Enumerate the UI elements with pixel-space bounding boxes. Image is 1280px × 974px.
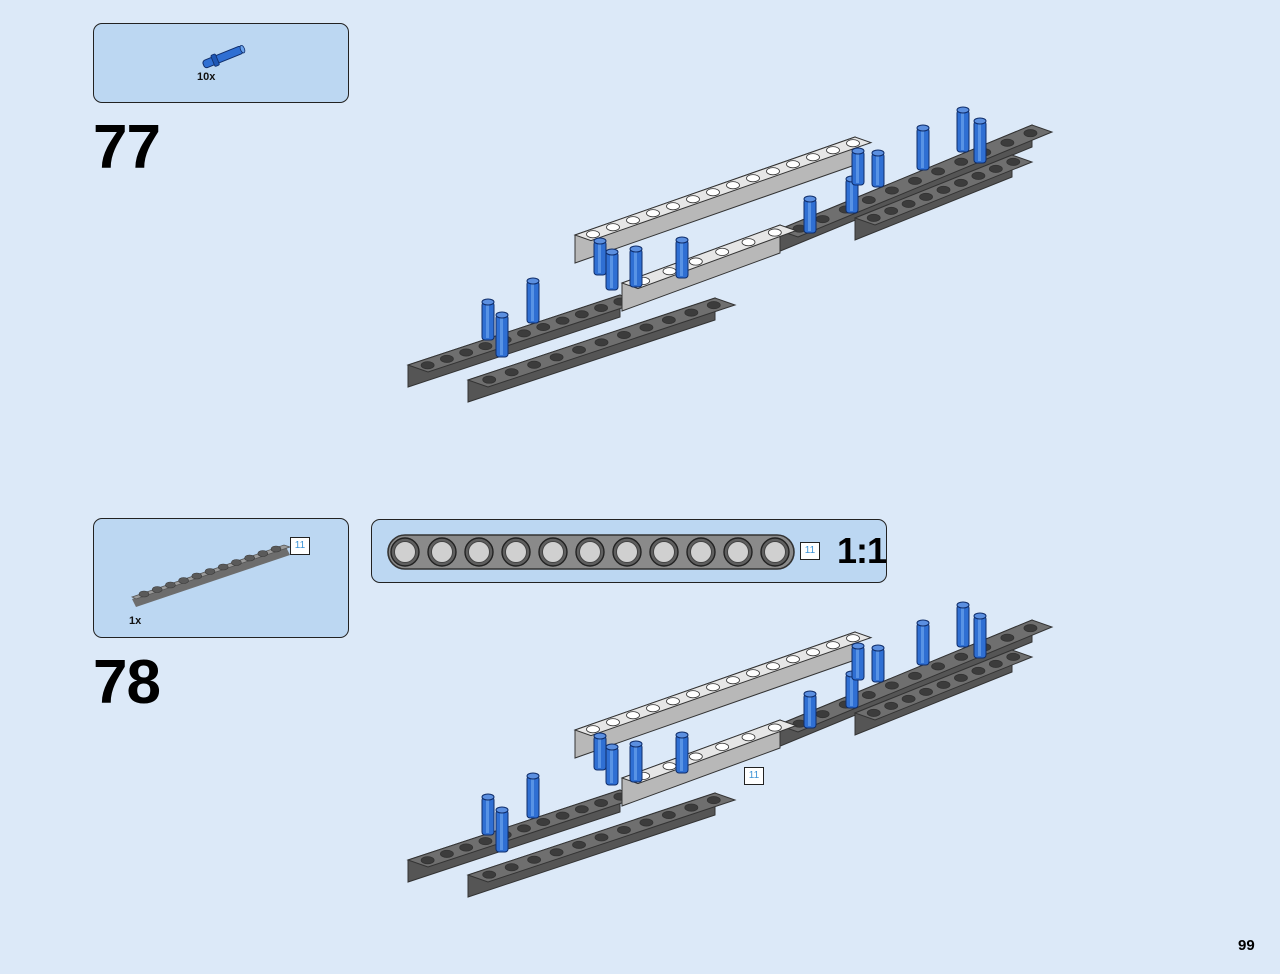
- step-number-77: 77: [93, 113, 161, 182]
- page-number: 99: [1238, 937, 1255, 954]
- part-quantity: 1x: [129, 615, 142, 627]
- scale-callout-box: 11 1:1: [371, 519, 887, 583]
- assembly-illustration-step-78: [406, 601, 1054, 898]
- part-quantity: 10x: [197, 71, 216, 83]
- length-tag: 11: [800, 542, 820, 560]
- scale-label: 1:1: [837, 530, 887, 571]
- length-tag: 11: [290, 537, 310, 555]
- parts-list-box-step-78: 11 1x: [93, 518, 349, 638]
- step-number-78: 78: [93, 648, 161, 717]
- assembly-illustration-step-77: [406, 106, 1054, 403]
- blue-pin-icon: [202, 44, 246, 69]
- parts-list-box-step-77: 10x: [93, 23, 349, 103]
- liftarm-1to1-illustration: [387, 534, 795, 570]
- assembly-length-tag: 11: [744, 767, 764, 785]
- liftarm-icon: [130, 544, 292, 607]
